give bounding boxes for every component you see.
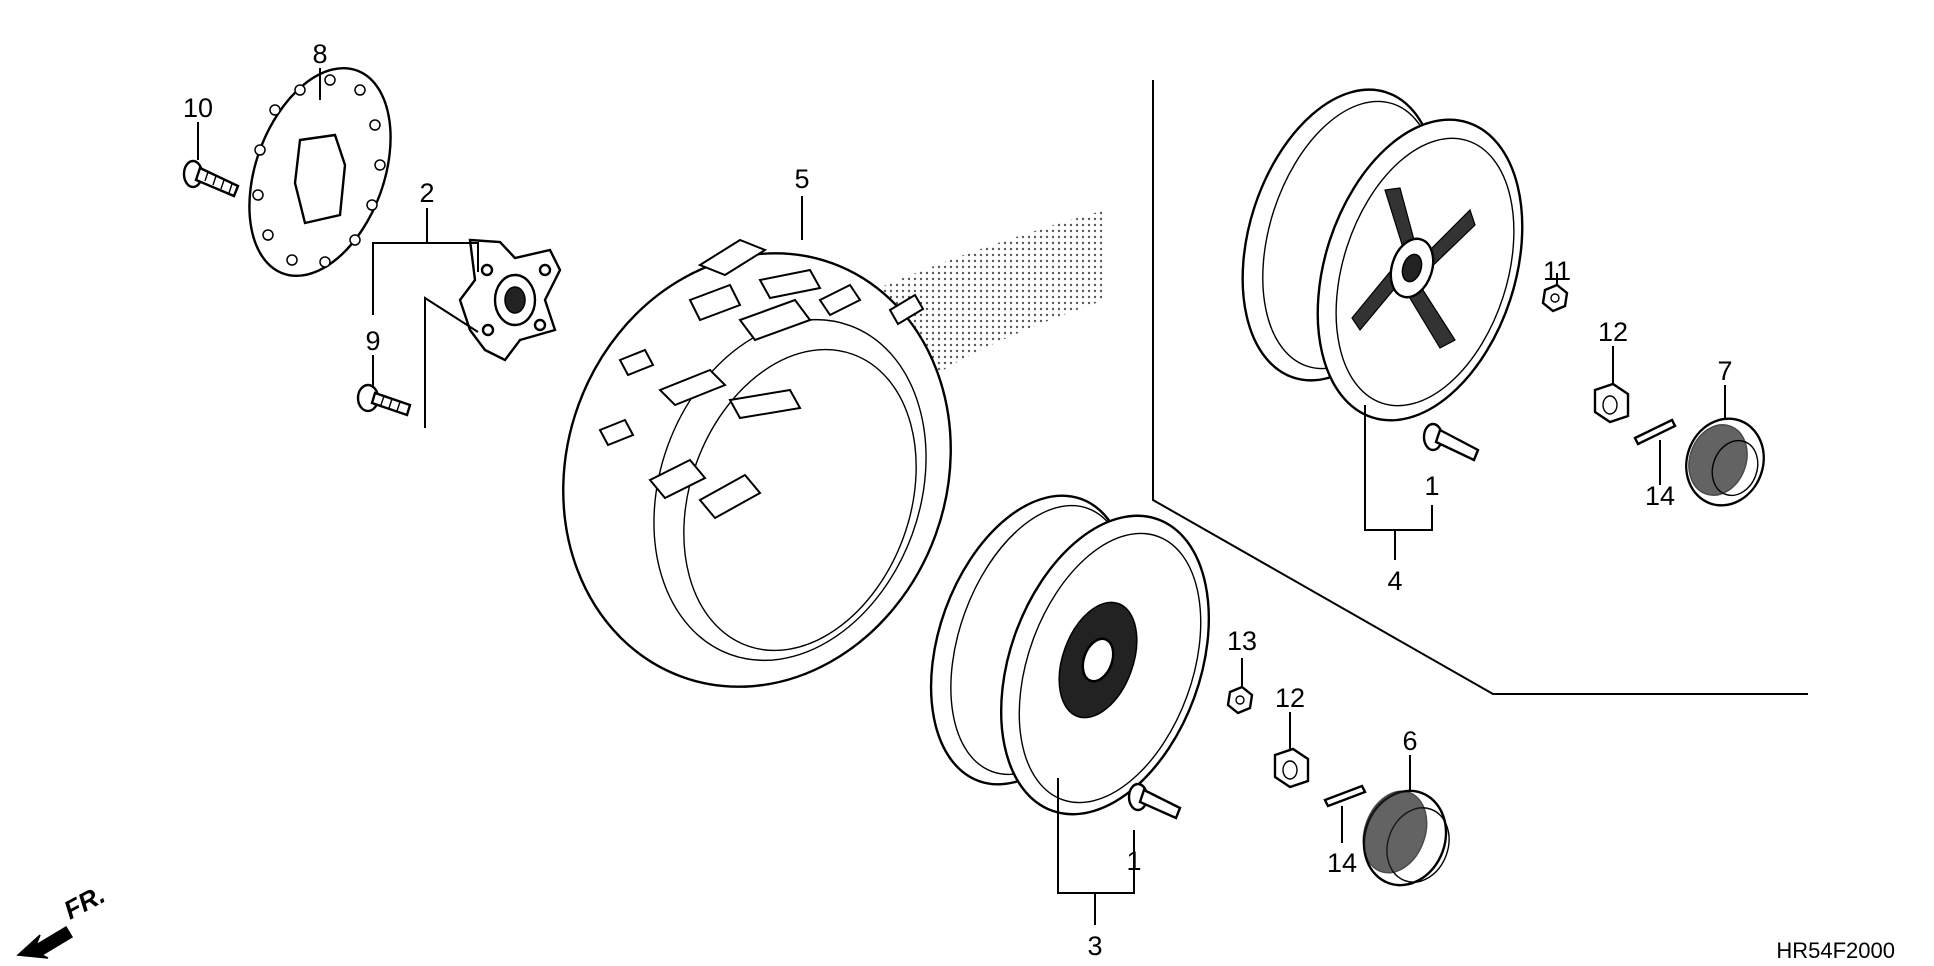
label-part-14-inset: 14 <box>1645 481 1675 511</box>
cotter-pin-inset <box>1633 418 1677 446</box>
castle-nut-inset <box>1593 382 1630 424</box>
tire <box>562 238 952 688</box>
front-arrow-icon <box>16 925 74 959</box>
hub-bolt <box>356 383 412 417</box>
inset-hub-cap <box>1685 417 1765 507</box>
front-direction-marker: FR. <box>16 879 110 959</box>
label-part-3: 3 <box>1087 931 1102 961</box>
brake-disc <box>248 66 392 278</box>
label-part-13: 13 <box>1227 626 1257 656</box>
label-part-7: 7 <box>1717 356 1732 386</box>
drawing-code: HR54F2000 <box>1776 938 1895 963</box>
label-part-8: 8 <box>312 39 327 69</box>
label-part-10: 10 <box>183 93 213 123</box>
disc-bolt <box>182 159 240 198</box>
valve-stem-front <box>1127 782 1182 820</box>
leader-lines <box>197 68 1726 925</box>
castle-nut-front <box>1273 747 1310 789</box>
label-part-2: 2 <box>419 178 434 208</box>
label-part-12-front: 12 <box>1275 683 1305 713</box>
nut-13 <box>1226 685 1254 715</box>
hub <box>458 238 562 362</box>
label-part-14-front: 14 <box>1327 848 1357 878</box>
label-part-1-inset: 1 <box>1424 471 1439 501</box>
label-part-11: 11 <box>1543 256 1571 286</box>
inset-wheel <box>1241 88 1524 422</box>
callout-labels: 1 1 2 3 4 5 6 7 8 9 10 11 12 12 13 14 14 <box>183 39 1733 961</box>
front-hub-cap <box>1362 789 1450 887</box>
nut-11 <box>1541 283 1569 313</box>
label-part-1-front: 1 <box>1126 846 1141 876</box>
label-part-4: 4 <box>1387 566 1402 596</box>
label-part-5: 5 <box>794 164 809 194</box>
valve-stem-inset <box>1422 422 1480 462</box>
front-wheel <box>929 494 1211 816</box>
cotter-pin-front <box>1323 784 1367 808</box>
label-part-6: 6 <box>1402 726 1417 756</box>
inset-border <box>1152 80 1808 695</box>
front-label: FR. <box>59 879 110 925</box>
label-part-12-inset: 12 <box>1598 317 1628 347</box>
label-part-9: 9 <box>365 326 380 356</box>
